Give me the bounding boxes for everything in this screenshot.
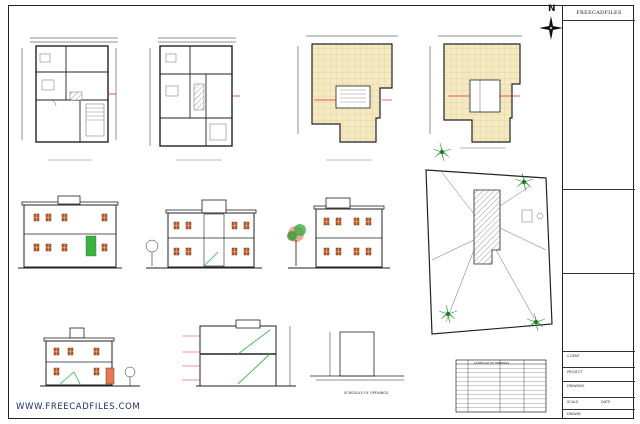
sheet-border	[8, 5, 634, 419]
title-block-row: DRAWN	[567, 412, 581, 416]
key-plan-caption: SCHEDULE OF OPENINGS	[344, 391, 389, 395]
title-block-divider	[563, 351, 635, 352]
title-block-row: CLIENT	[567, 354, 580, 358]
north-arrow-icon	[539, 16, 563, 40]
title-block-row: PROJECT	[567, 370, 583, 374]
title-block-divider	[563, 409, 635, 410]
front-elevation	[18, 195, 122, 269]
title-block-divider	[563, 189, 635, 190]
tree-icon	[145, 239, 159, 266]
schedule-title: SCHEDULE OF OPENINGS	[474, 360, 510, 365]
schedule-table	[455, 359, 547, 413]
title-block-divider	[563, 367, 635, 368]
schedule-rows	[456, 368, 546, 408]
site-watermark: WWW.FREECADFILES.COM	[16, 402, 141, 412]
palm-tree-icon	[432, 142, 452, 162]
side-elevation-one	[287, 197, 390, 269]
title-block-divider	[563, 273, 635, 274]
side-elevation-two	[40, 327, 140, 387]
title-block-row: DRAWING	[567, 384, 585, 388]
title-block-row: DATE	[601, 400, 611, 404]
tree-icon	[124, 366, 136, 386]
rear-elevation	[145, 199, 262, 269]
title-block-divider	[563, 397, 635, 398]
title-block-row: SCALE	[567, 400, 579, 404]
terrace-plan-one	[297, 35, 398, 161]
terrace-plan-two	[429, 35, 522, 149]
first-floor-plan	[149, 37, 240, 161]
site-plan	[425, 142, 553, 335]
title-block-divider	[563, 381, 635, 382]
tree-icon	[287, 224, 306, 266]
title-block: FREECADFILES CLIENT PROJECT DRAWING SCAL…	[562, 5, 635, 419]
north-label: N	[548, 4, 556, 14]
ground-floor-plan	[21, 37, 118, 161]
key-plan	[310, 331, 404, 381]
title-block-company: FREECADFILES	[563, 5, 635, 21]
building-section	[182, 319, 296, 387]
